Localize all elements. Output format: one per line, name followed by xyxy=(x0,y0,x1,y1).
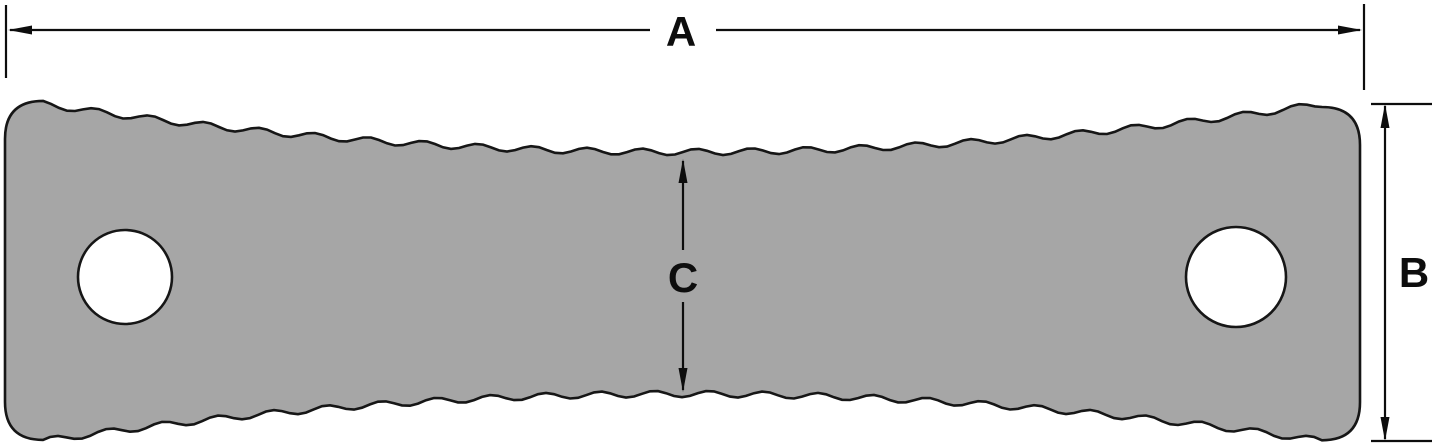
dim-b-bottom-arrowhead xyxy=(1380,417,1390,441)
right-mounting-hole xyxy=(1184,225,1288,329)
dim-b-label: B xyxy=(1399,249,1429,296)
dimension-a: A xyxy=(4,4,1366,90)
dim-c-label: C xyxy=(668,254,698,301)
plate-outline xyxy=(3,99,1362,442)
dim-c-down-arrowhead xyxy=(678,368,688,392)
plate-group xyxy=(3,99,1362,442)
dimension-b: B xyxy=(1371,102,1432,443)
dimension-c: C xyxy=(668,159,698,392)
dim-a-label: A xyxy=(666,8,696,55)
left-mounting-hole xyxy=(76,228,174,326)
dim-c-up-arrowhead xyxy=(678,159,688,183)
dim-a-left-arrowhead xyxy=(8,25,32,35)
dim-b-top-arrowhead xyxy=(1380,104,1390,128)
dim-a-right-arrowhead xyxy=(1338,25,1362,35)
